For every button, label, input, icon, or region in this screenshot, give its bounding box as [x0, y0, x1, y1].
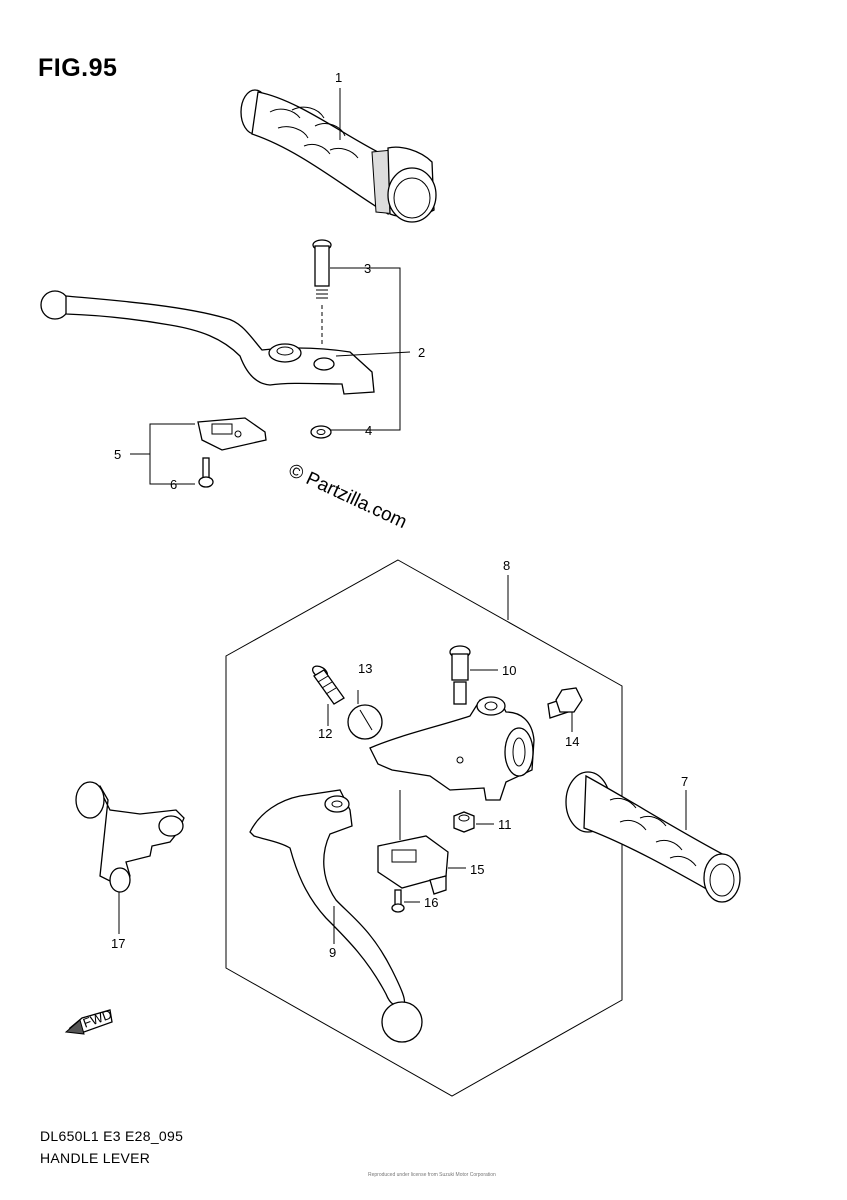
callout-8: 8 [503, 558, 510, 573]
copyright-fine-print: Reproduced under license from Suzuki Mot… [368, 1172, 496, 1178]
part-16-screw[interactable] [391, 889, 405, 913]
part-5-bracket[interactable] [197, 417, 267, 451]
section-name: HANDLE LEVER [40, 1150, 151, 1166]
part-7-grip-lower[interactable] [565, 771, 741, 903]
callout-1: 1 [335, 70, 342, 85]
model-code: DL650L1 E3 E28_095 [40, 1128, 184, 1144]
part-2-brake-lever[interactable] [40, 290, 375, 395]
fwd-arrow-icon [64, 1009, 113, 1035]
callout-17: 17 [111, 936, 125, 951]
callout-9: 9 [329, 945, 336, 960]
callout-12: 12 [318, 726, 332, 741]
part-11-nut[interactable] [453, 811, 475, 833]
part-10-pivot-bolt[interactable] [449, 645, 471, 705]
figure-title: FIG.95 [38, 54, 118, 82]
part-8-assembly-outline[interactable] [225, 559, 623, 1097]
callout-10: 10 [502, 663, 516, 678]
callout-15: 15 [470, 862, 484, 877]
part-4-nut[interactable] [310, 425, 332, 439]
callout-5: 5 [114, 447, 121, 462]
callout-6: 6 [170, 477, 177, 492]
callout-2: 2 [418, 345, 425, 360]
callout-14: 14 [565, 734, 579, 749]
part-17-perch-holder[interactable] [75, 781, 185, 893]
callout-13: 13 [358, 661, 372, 676]
part-6-screw[interactable] [198, 457, 214, 488]
part-8-lever-holder[interactable] [369, 696, 535, 801]
part-15-clutch-switch[interactable] [377, 835, 449, 895]
part-12-adjuster-bolt[interactable] [311, 664, 345, 705]
part-13-adjuster-nut[interactable] [347, 704, 383, 740]
part-14-bolt[interactable] [547, 687, 583, 719]
callout-11: 11 [498, 817, 512, 832]
part-1-grip-upper[interactable] [240, 89, 437, 223]
callout-16: 16 [424, 895, 438, 910]
callout-4: 4 [365, 423, 372, 438]
callout-7: 7 [681, 774, 688, 789]
part-9-clutch-lever[interactable] [249, 789, 423, 1043]
part-3-pivot-bolt[interactable] [312, 239, 332, 345]
callout-3: 3 [364, 261, 371, 276]
